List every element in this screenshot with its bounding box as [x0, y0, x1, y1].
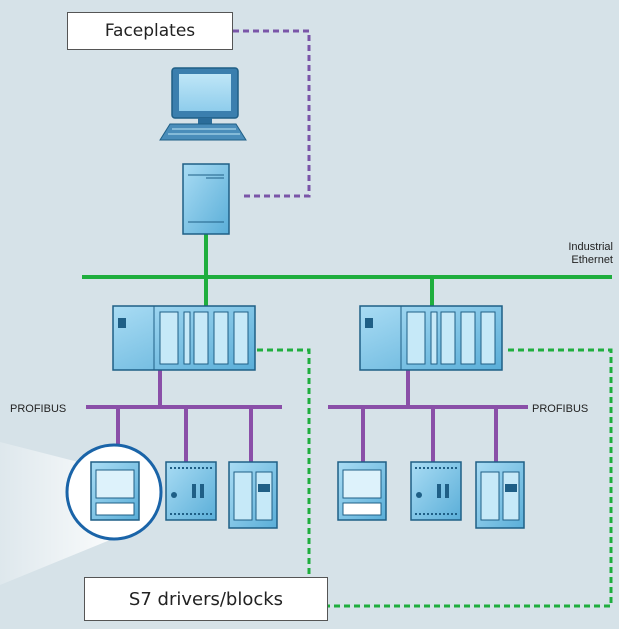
s7-drivers-label: S7 drivers/blocks [84, 577, 328, 621]
drive-unit-icon [475, 461, 525, 529]
drivers-link-left [237, 348, 311, 577]
operator-panel-icon [90, 461, 140, 521]
operator-panel-icon [337, 461, 387, 521]
plc-controller-icon [359, 305, 503, 371]
plc-controller-icon [112, 305, 256, 371]
pc-monitor-icon [171, 67, 239, 124]
industrial-ethernet-label: Industrial Ethernet [568, 241, 613, 267]
profibus-right-label: PROFIBUS [532, 403, 589, 415]
drive-unit-icon [228, 461, 278, 529]
io-module-icon [410, 461, 462, 521]
pc-tower-icon [182, 163, 230, 235]
industrial-ethernet-line2: Ethernet [571, 254, 613, 266]
faceplates-link [233, 29, 311, 198]
faceplates-label: Faceplates [67, 12, 233, 50]
profibus-left-label: PROFIBUS [10, 403, 67, 415]
io-module-icon [165, 461, 217, 521]
drivers-link-right [328, 348, 613, 608]
industrial-ethernet-line1: Industrial [568, 241, 613, 253]
keyboard-icon [159, 123, 247, 141]
